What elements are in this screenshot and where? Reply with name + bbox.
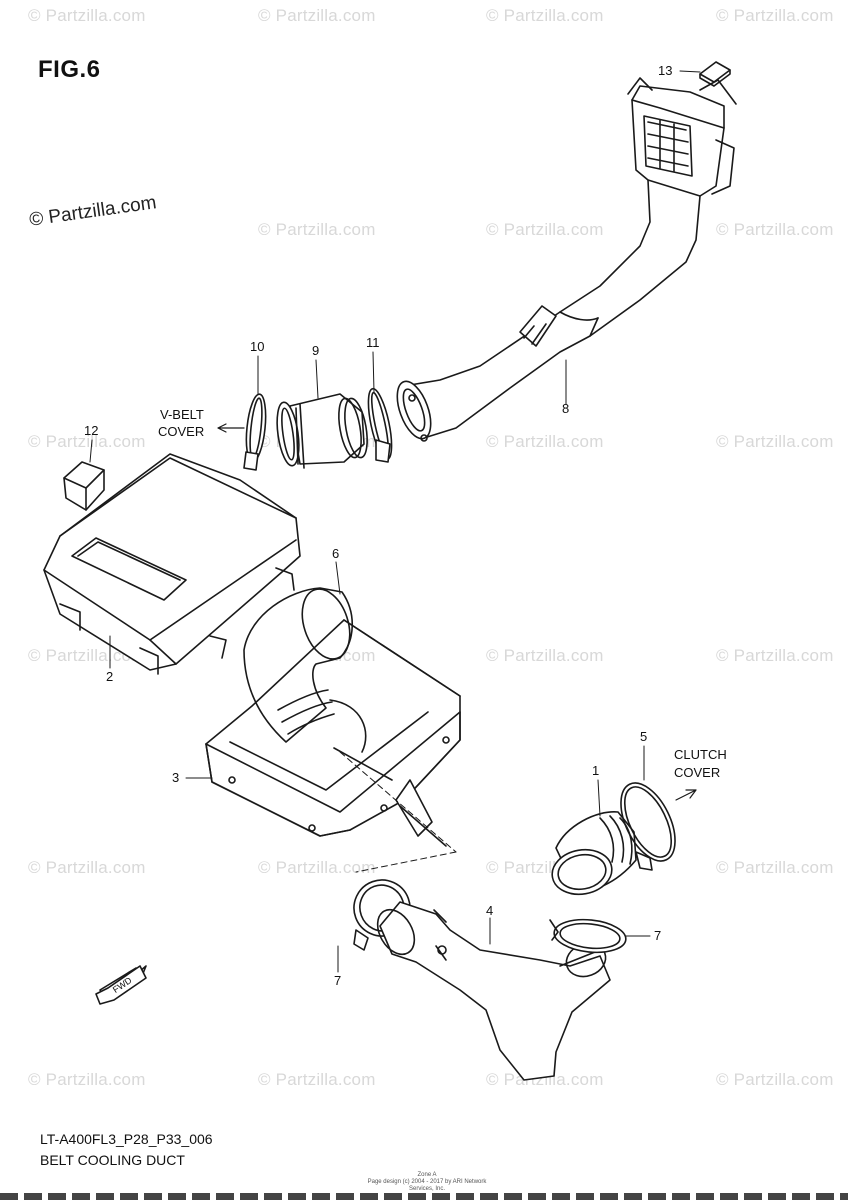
watermark: © Partzilla.com	[716, 220, 834, 239]
watermark: © Partzilla.com	[28, 1070, 146, 1089]
figure-title: FIG.6	[38, 56, 101, 83]
watermark: © Partzilla.com	[486, 1070, 604, 1089]
part-12-pad	[63, 461, 105, 511]
part-1-hose	[551, 811, 637, 896]
watermark: © Partzilla.com	[258, 858, 376, 877]
callout-11[interactable]: 11	[366, 335, 380, 350]
watermark: © Partzilla.com	[486, 646, 604, 665]
watermark: © Partzilla.com	[486, 220, 604, 239]
callout-3[interactable]: 3	[172, 770, 180, 785]
part-6-elbow	[243, 587, 353, 743]
watermark: © Partzilla.com	[486, 6, 604, 25]
callout-2[interactable]: 2	[106, 669, 114, 684]
watermark: © Partzilla.com	[716, 646, 834, 665]
part-3-case	[205, 619, 461, 847]
callout-7a[interactable]: 7	[334, 973, 342, 988]
part-5-clamp	[620, 782, 676, 871]
callout-12[interactable]: 12	[84, 423, 99, 438]
part-8-upper-duct	[396, 77, 737, 442]
fine-print-line2: Page design (c) 2004 - 2017 by ARI Netwo…	[367, 1179, 487, 1192]
watermark: © Partzilla.com	[716, 858, 834, 877]
callout-8[interactable]: 8	[562, 401, 570, 416]
watermark: © Partzilla.com	[28, 432, 146, 451]
fine-print: Zone A Page design (c) 2004 - 2017 by AR…	[367, 1172, 487, 1193]
watermark: © Partzilla.com	[716, 6, 834, 25]
part-7b-clamp	[549, 918, 627, 954]
callout-7b[interactable]: 7	[654, 928, 662, 943]
watermark: © Partzilla.com	[258, 1070, 376, 1089]
vbelt-label-line2: COVER	[158, 424, 205, 439]
callout-13[interactable]: 13	[658, 63, 673, 78]
part-11-clamp	[367, 387, 393, 463]
clutch-label-line2: COVER	[674, 765, 721, 780]
part-2-cover	[43, 453, 301, 675]
callout-10[interactable]: 10	[250, 339, 265, 354]
watermark: © Partzilla.com	[258, 220, 376, 239]
watermark: © Partzilla.com	[28, 858, 146, 877]
leader-lines	[89, 70, 701, 973]
watermark: © Partzilla.com	[28, 6, 146, 25]
guide-lines	[339, 751, 457, 873]
part-13-pad	[699, 61, 731, 87]
callout-6[interactable]: 6	[332, 546, 340, 561]
direction-arrows	[217, 423, 697, 801]
diagram-code: LT-A400FL3_P28_P33_006	[40, 1131, 213, 1147]
watermark: © Partzilla.com	[486, 432, 604, 451]
callout-5[interactable]: 5	[640, 729, 648, 744]
vbelt-label-line1: V-BELT	[160, 407, 204, 422]
callout-4[interactable]: 4	[486, 903, 494, 918]
callout-9[interactable]: 9	[312, 343, 320, 358]
callout-1[interactable]: 1	[592, 763, 600, 778]
part-9-joint	[276, 393, 368, 469]
watermark: © Partzilla.com	[28, 646, 146, 665]
fine-print-line1: Zone A	[417, 1172, 437, 1178]
part-10-clamp	[243, 393, 267, 471]
watermark: © Partzilla.com	[716, 432, 834, 451]
watermark: © Partzilla.com	[258, 6, 376, 25]
watermark: © Partzilla.com	[716, 1070, 834, 1089]
diagram-caption: BELT COOLING DUCT	[40, 1152, 185, 1168]
clutch-label-line1: CLUTCH	[674, 747, 727, 762]
bottom-border	[0, 1193, 848, 1200]
fwd-arrow-icon	[95, 965, 147, 1005]
